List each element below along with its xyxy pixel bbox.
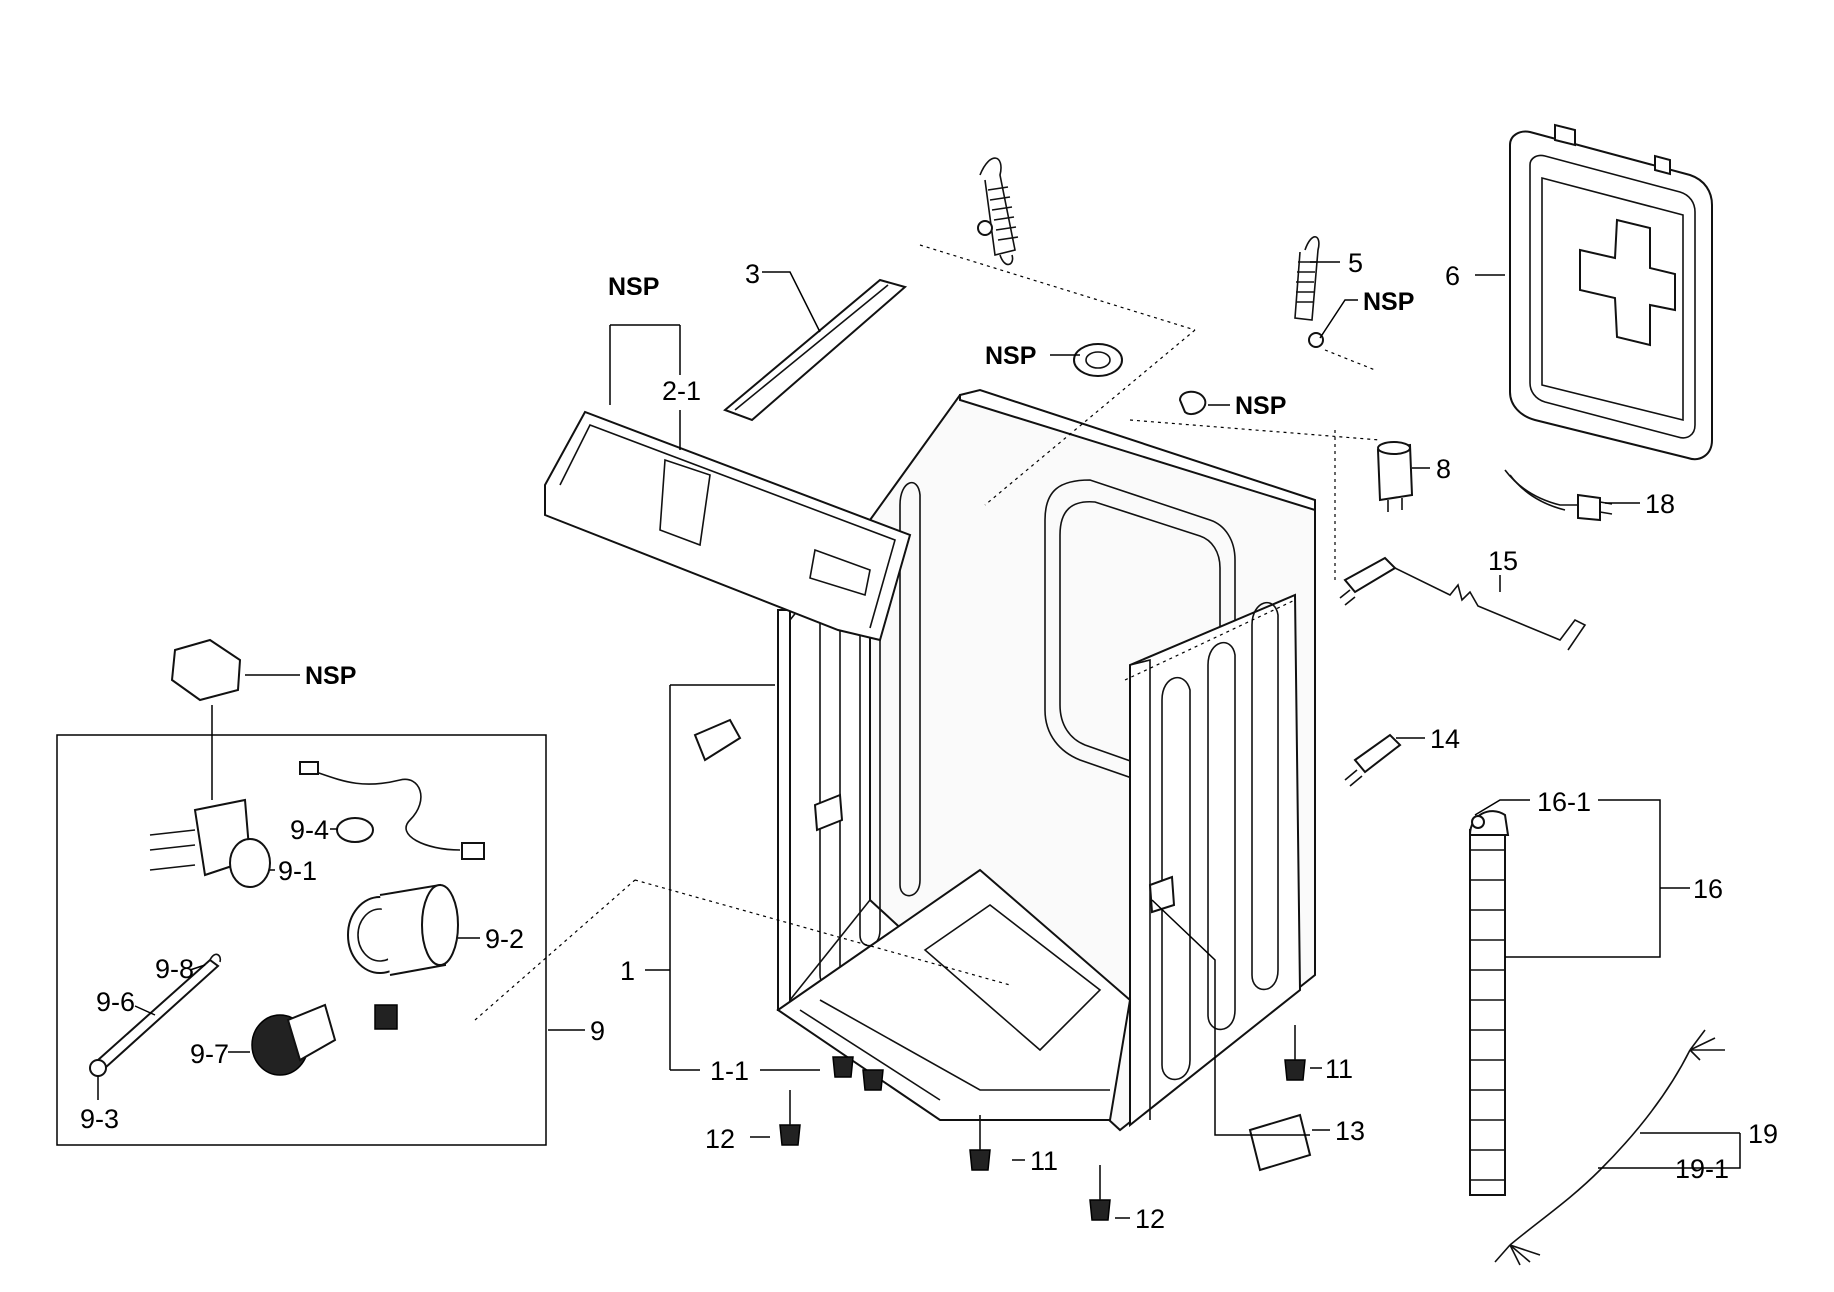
- callout-1: 1: [620, 956, 635, 986]
- callout-9-7: 9-7: [190, 1039, 229, 1069]
- nsp-label-pump-cover: NSP: [305, 662, 356, 690]
- callout-9-1: 9-1: [278, 856, 317, 886]
- cabinet-drawing: [693, 388, 1316, 1132]
- callout-9-3: 9-3: [80, 1104, 119, 1134]
- nsp-label-frame: NSP: [608, 273, 659, 301]
- callout-16: 16: [1693, 874, 1723, 904]
- pump-assembly-drawing: [56, 734, 547, 1146]
- callout-11-bottom: 11: [1030, 1146, 1058, 1176]
- callout-1-1: 1-1: [710, 1056, 749, 1086]
- callout-9-4: 9-4: [290, 815, 329, 845]
- callout-18: 18: [1645, 489, 1675, 519]
- front-frame-drawing: [544, 410, 912, 642]
- callout-19-1: 19-1: [1675, 1154, 1729, 1184]
- callout-8: 8: [1436, 454, 1451, 484]
- bracket-drawing: [723, 278, 908, 422]
- callout-15: 15: [1488, 546, 1518, 576]
- callout-9: 9: [590, 1016, 605, 1046]
- callout-9-6: 9-6: [96, 987, 135, 1017]
- callout-19: 19: [1748, 1119, 1778, 1149]
- nsp-label-center: NSP: [985, 342, 1036, 370]
- callout-13: 13: [1335, 1116, 1365, 1146]
- callout-14: 14: [1430, 724, 1460, 754]
- callout-9-8: 9-8: [155, 954, 194, 984]
- callout-labels: NSP 2-1 3 NSP 5 NSP 6 NSP 8 18 15 14 16-…: [80, 248, 1778, 1234]
- nsp-label-clamp: NSP: [1235, 392, 1286, 420]
- callout-9-2: 9-2: [485, 924, 524, 954]
- callout-12-right: 12: [1135, 1204, 1165, 1234]
- nsp-label-spring: NSP: [1363, 288, 1414, 316]
- callout-6: 6: [1445, 261, 1460, 291]
- callout-11-right: 11: [1325, 1054, 1353, 1084]
- spring-drawings: [977, 157, 1324, 348]
- callout-16-1: 16-1: [1537, 787, 1591, 817]
- callout-2-1: 2-1: [662, 376, 701, 406]
- callout-5: 5: [1348, 248, 1363, 278]
- callout-12-left: 12: [705, 1124, 735, 1154]
- small-parts: [170, 343, 1725, 1266]
- top-cover-drawing: [1509, 123, 1713, 460]
- leader-lines: [97, 244, 1741, 1219]
- callout-3: 3: [745, 259, 760, 289]
